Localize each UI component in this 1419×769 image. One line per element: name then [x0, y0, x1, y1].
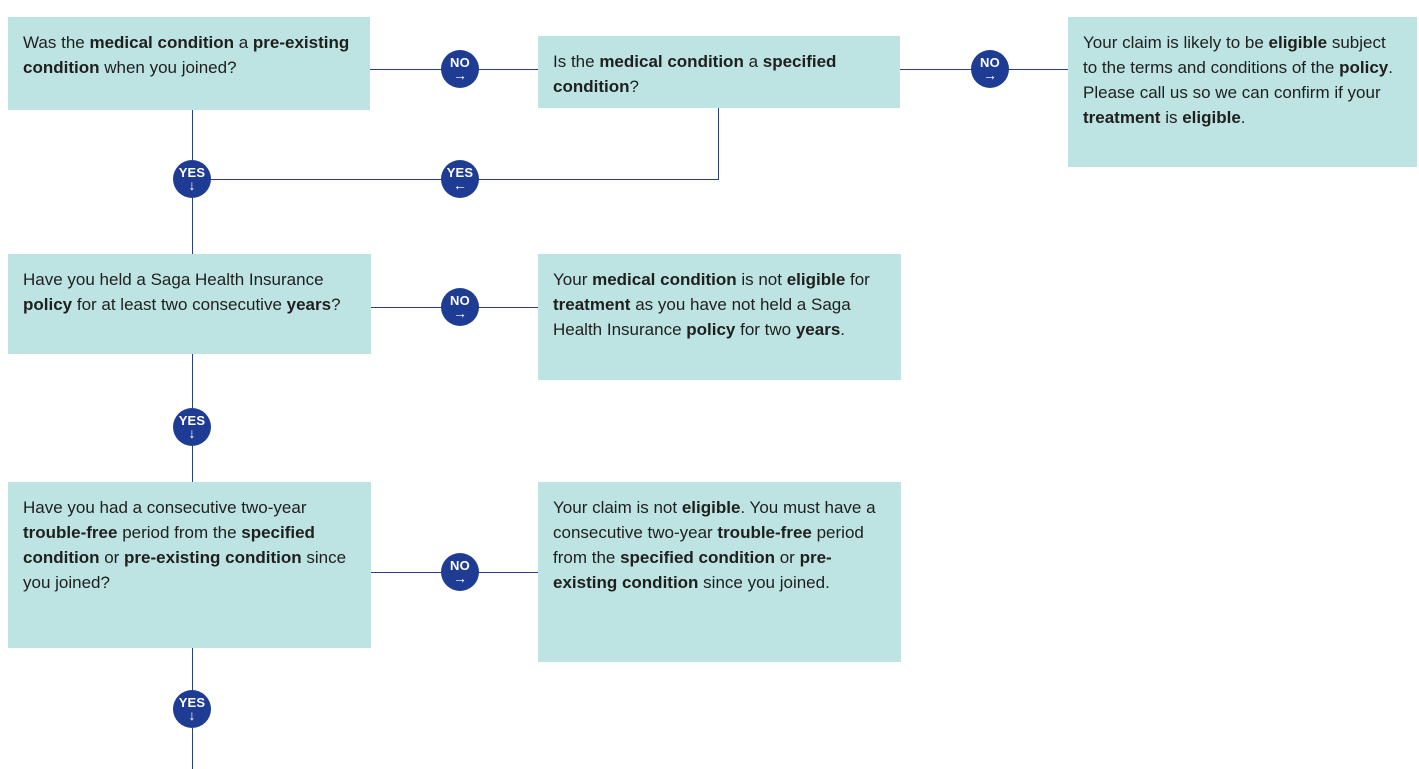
bold-term: treatment [553, 295, 631, 314]
bold-term: specified condition [23, 523, 315, 567]
bold-term: trouble-free [23, 523, 118, 542]
text-segment: Your [553, 270, 593, 289]
no-right-badge: NO → [441, 553, 479, 591]
question-specified-condition: Is the medical condition a specified con… [538, 36, 900, 108]
text-segment: Your claim is not [553, 498, 682, 517]
bold-term: years [795, 320, 841, 339]
text-segment: as you have not held a Saga Health Insur… [553, 295, 851, 339]
text-segment: Have you held a Saga Health Insurance [23, 270, 324, 289]
question-two-consecutive-years: Have you held a Saga Health Insurance po… [8, 254, 371, 354]
arrow-right-icon: → [983, 67, 997, 83]
bold-term: treatment [1083, 108, 1161, 127]
text-segment: since you joined? [23, 548, 347, 592]
text-segment: for two [735, 320, 796, 339]
text-segment: Is the [553, 52, 600, 71]
bold-term: eligible [786, 270, 846, 289]
question-pre-existing-condition: Was the medical condition a pre-existing… [8, 17, 370, 110]
text-segment: . [1240, 108, 1246, 127]
badge-label: NO [450, 293, 470, 308]
connector-q2-down [718, 108, 719, 180]
text-segment: . [840, 320, 846, 339]
badge-label: YES [178, 695, 206, 710]
yes-down-badge: YES ↓ [173, 690, 211, 728]
text-segment: or [775, 548, 800, 567]
bold-term: pre-existing condition [553, 548, 832, 592]
badge-label: NO [450, 55, 470, 70]
arrow-right-icon: → [453, 570, 467, 586]
text-segment: is [1160, 108, 1183, 127]
badge-label: NO [450, 558, 470, 573]
arrow-down-icon: ↓ [188, 707, 196, 723]
bold-term: specified condition [553, 52, 837, 96]
text-segment: a [233, 33, 253, 52]
yes-down-badge: YES ↓ [173, 160, 211, 198]
bold-term: specified condition [620, 548, 775, 567]
text-segment: for at least two consecutive [72, 295, 287, 314]
bold-term: years [286, 295, 332, 314]
badge-label: YES [178, 413, 206, 428]
text-segment: period from the [117, 523, 242, 542]
bold-term: medical condition [89, 33, 234, 52]
bold-term: pre-existing condition [124, 548, 302, 567]
no-right-badge: NO → [971, 50, 1009, 88]
outcome-claim-not-eligible: Your claim is not eligible. You must hav… [538, 482, 901, 662]
bold-term: eligible [681, 498, 741, 517]
text-segment: when you joined? [99, 58, 237, 77]
text-segment: or [99, 548, 125, 567]
text-segment: Have you had a consecutive two-year [23, 498, 307, 517]
outcome-not-eligible-policy-years: Your medical condition is not eligible f… [538, 254, 901, 380]
text-segment: since you joined. [698, 573, 830, 592]
arrow-right-icon: → [453, 67, 467, 83]
text-segment: . You must have a consecutive two-year [553, 498, 876, 542]
text-segment: for [845, 270, 870, 289]
bold-term: trouble-free [717, 523, 812, 542]
bold-term: medical condition [599, 52, 744, 71]
text-segment: ? [629, 77, 639, 96]
text-segment: is not [736, 270, 787, 289]
text-segment: period from the [553, 523, 864, 567]
text-segment: . Please call us so we can confirm if yo… [1083, 58, 1393, 102]
bold-term: eligible [1268, 33, 1328, 52]
yes-left-badge: YES ← [441, 160, 479, 198]
bold-term: eligible [1182, 108, 1241, 127]
arrow-down-icon: ↓ [188, 425, 196, 441]
arrow-down-icon: ↓ [188, 177, 196, 193]
outcome-likely-eligible: Your claim is likely to be eligible subj… [1068, 17, 1417, 167]
yes-down-badge: YES ↓ [173, 408, 211, 446]
badge-label: NO [980, 55, 1000, 70]
badge-label: YES [446, 165, 474, 180]
no-right-badge: NO → [441, 288, 479, 326]
bold-term: medical condition [592, 270, 737, 289]
bold-term: pre-existing condition [23, 33, 350, 77]
text-segment: ? [331, 295, 341, 314]
arrow-left-icon: ← [453, 177, 467, 193]
no-right-badge: NO → [441, 50, 479, 88]
text-segment: a [743, 52, 763, 71]
text-segment: subject to the terms and conditions of t… [1083, 33, 1386, 77]
arrow-right-icon: → [453, 305, 467, 321]
text-segment: Your claim is likely to be [1083, 33, 1269, 52]
bold-term: policy [686, 320, 736, 339]
badge-label: YES [178, 165, 206, 180]
question-trouble-free-period: Have you had a consecutive two-year trou… [8, 482, 371, 648]
bold-term: policy [1339, 58, 1389, 77]
bold-term: policy [23, 295, 73, 314]
text-segment: Was the [23, 33, 90, 52]
